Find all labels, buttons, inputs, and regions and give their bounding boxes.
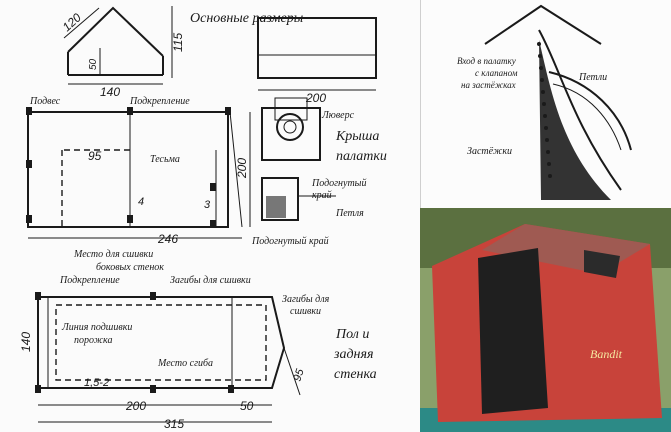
dim-floor-50: 50 [240,399,254,413]
side-wall-rect [27,111,229,228]
label-zagiby-2b: сшивки [290,306,321,317]
dim-246: 246 [157,232,178,246]
label-roof-2: палатки [336,149,387,164]
dim-200-side: 200 [235,158,249,179]
tent-pattern-diagram: 120 115 50 140 Основные размеры 200 246 … [19,6,387,431]
floor-panel-outline [37,296,286,389]
tent-brand-label: Bandit [590,347,623,361]
tent-entrance [478,248,548,414]
label-entry-1: Вход в палатку [457,56,516,66]
dim-floor-95: 95 [291,367,306,383]
flap-loop-inner [552,83,622,151]
label-pol-a: Пол и [335,327,369,342]
dim-4: 4 [138,196,144,208]
dim-seam: 1,5-2 [84,377,109,389]
label-podkreplenie: Подкрепление [129,96,190,107]
house-outline [67,6,164,75]
label-mesto-sshivki-b: боковых стенок [96,262,164,273]
label-entry-3: на застёжках [461,80,516,90]
label-pol-b: задняя [333,347,374,362]
side-wall-tabs [26,107,231,228]
grommet-ring [276,113,304,141]
dim-floor-95-line [283,347,301,396]
label-podves: Подвес [29,96,61,107]
entrance-shadow [539,40,611,200]
label-mesto-sgiba: Место сгиба [157,358,213,369]
pattern-drawing: 120 115 50 140 Основные размеры 200 246 … [19,6,387,431]
label-zagiby-1: Загибы для сшивки [170,275,251,286]
tent-photo: Bandit [420,208,671,432]
flap-loop-outer [548,71,632,151]
label-podognuty-2: Подогнутый край [251,236,329,247]
dim-floor-200: 200 [125,399,146,413]
roof-panel-rect [257,17,377,79]
label-zastezhki: Застёжки [467,146,512,157]
label-zagiby-2a: Загибы для [282,294,330,305]
label-liniya-a: Линия подшивки [61,322,132,333]
label-podognuty-1a: Подогнутый [311,178,366,189]
label-petli: Петли [578,72,607,83]
label-podkreplenie-2: Подкрепление [59,275,120,286]
dim-115: 115 [171,33,185,52]
dim-95: 95 [88,149,102,163]
folded-edge-detail [261,177,299,221]
folded-edge-hatch [266,196,286,218]
dim-3: 3 [204,199,211,211]
dim-50: 50 [88,58,99,70]
label-pol-c: стенка [334,367,377,382]
dim-140: 140 [100,85,120,99]
dim-floor-315: 315 [164,417,184,431]
label-tesma: Тесьма [150,154,180,165]
main-sizes-title: Основные размеры [190,11,303,26]
label-liniya-b: порожка [74,335,112,346]
entrance-drawing: Вход в палатку с клапаном на застёжках П… [457,4,632,200]
label-roof-1: Крыша [335,129,379,144]
dim-200-top: 200 [305,91,326,105]
flap-outline [538,29,622,191]
label-podognuty-1b: край [312,190,332,201]
side-wall-dashed [61,149,130,227]
dim-floor-140: 140 [19,332,33,352]
grommet-detail-outer [261,107,321,161]
roof-peak-lines [484,4,602,45]
label-petlya: Петля [335,208,364,219]
dim-120: 120 [60,10,84,34]
tent-photo-drawing: Bandit [420,208,671,432]
floor-tabs [35,292,234,393]
zipper-teeth [537,42,552,178]
label-lyuvers: Люверс [321,110,355,121]
floor-panel-seam [55,304,267,381]
label-mesto-sshivki-a: Место для сшивки [73,249,153,260]
dim-120-line [63,7,100,39]
tent-window [584,250,620,278]
entrance-detail-diagram: Вход в палатку с клапаном на застёжках П… [420,0,671,208]
label-entry-2: с клапаном [475,68,518,78]
grommet-detail-top [274,97,308,121]
grommet-inner [283,120,297,134]
